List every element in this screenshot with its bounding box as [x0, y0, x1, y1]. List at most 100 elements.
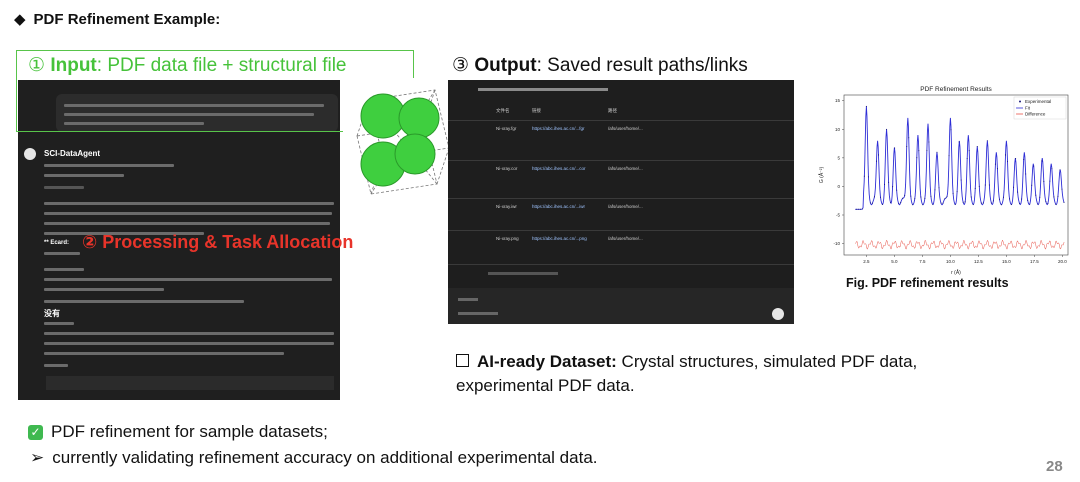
table-row-link[interactable]: https://abc.ihes.ac.cn/...iwr — [532, 204, 586, 209]
series-line-difference — [855, 239, 1065, 250]
bullet-validating: ➢currently validating refinement accurac… — [30, 448, 598, 468]
data-point-experimental — [910, 195, 912, 197]
data-point-experimental — [984, 184, 986, 186]
data-point-experimental — [1045, 200, 1047, 203]
data-point-experimental — [861, 208, 863, 210]
data-point-experimental — [986, 140, 988, 142]
data-point-experimental — [1063, 201, 1065, 203]
data-point-experimental — [936, 151, 938, 153]
data-point-experimental — [924, 197, 926, 199]
agent-chat-screenshot: SCI-DataAgent ** Ecard: 没有 — [18, 80, 340, 400]
input-label: ① Input: PDF data file + structural file — [28, 54, 347, 77]
y-tick-label: 5 — [837, 155, 840, 160]
data-point-experimental — [956, 191, 958, 193]
data-point-experimental — [952, 192, 954, 194]
data-point-experimental — [1033, 165, 1035, 167]
table-row-path: /afs/user/home/... — [608, 204, 643, 209]
title-text: PDF Refinement Example: — [33, 11, 221, 28]
data-point-experimental — [928, 141, 930, 143]
ecard-label: ** Ecard: — [44, 240, 70, 246]
data-point-experimental — [855, 208, 857, 210]
data-point-experimental — [938, 187, 940, 189]
data-point-experimental — [1000, 204, 1003, 206]
data-point-experimental — [896, 189, 898, 191]
data-point-experimental — [902, 197, 904, 199]
y-axis-label: G (Å⁻²) — [818, 167, 825, 184]
dataset-bold: AI-ready Dataset: — [477, 352, 617, 371]
data-point-experimental — [865, 105, 867, 107]
data-point-experimental — [994, 163, 996, 165]
table-row-path: /afs/user/home/... — [608, 236, 643, 241]
x-tick-label: 15.0 — [1002, 259, 1011, 264]
data-point-experimental — [875, 160, 878, 162]
chat-input-bar[interactable] — [46, 376, 334, 390]
table-row-link[interactable]: https://abc.ihes.ac.cn/...png — [532, 236, 587, 241]
table-row-link[interactable]: https://abc.ihes.ac.cn/...fgr — [532, 126, 585, 131]
data-point-experimental — [966, 158, 968, 160]
data-point-experimental — [972, 203, 974, 206]
data-point-experimental — [948, 155, 950, 157]
data-point-experimental — [998, 198, 1001, 200]
page-number: 28 — [1046, 458, 1063, 475]
data-point-experimental — [988, 184, 990, 186]
data-point-experimental — [944, 198, 946, 200]
data-point-experimental — [869, 202, 871, 204]
data-point-experimental — [857, 208, 859, 210]
data-point-experimental — [1017, 191, 1019, 193]
data-point-experimental — [1013, 186, 1015, 188]
data-point-experimental — [918, 150, 920, 152]
data-point-experimental — [1029, 203, 1031, 205]
data-point-experimental — [962, 201, 964, 203]
figure-caption: Fig. PDF refinement results — [846, 276, 1009, 290]
y-tick-label: 0 — [837, 184, 840, 189]
data-point-experimental — [1011, 203, 1013, 205]
col-header-path: 路径 — [608, 108, 617, 113]
chart-legend: Experimental Fit Difference — [1013, 96, 1067, 120]
data-point-experimental — [908, 137, 910, 139]
data-point-experimental — [904, 194, 906, 196]
x-tick-label: 20.0 — [1058, 259, 1067, 264]
data-point-experimental — [1019, 203, 1021, 205]
data-point-experimental — [890, 202, 892, 204]
table-row-name: Ni-xray.fgr — [496, 126, 517, 131]
data-point-experimental — [892, 186, 894, 188]
crystal-structure-image — [343, 78, 455, 210]
bullet1-text: PDF refinement for sample datasets; — [51, 422, 328, 441]
slide-title: ◆ PDF Refinement Example: — [14, 10, 220, 28]
data-point-experimental — [980, 202, 982, 204]
table-row-link[interactable]: https://abc.ihes.ac.cn/...cor — [532, 166, 586, 171]
plot-area — [843, 94, 1069, 256]
data-point-experimental — [958, 141, 960, 143]
output-number: ③ — [452, 55, 470, 76]
title-bullet: ◆ — [14, 11, 26, 28]
y-tick-label: -5 — [836, 213, 840, 218]
data-point-experimental — [942, 202, 944, 204]
data-point-experimental — [898, 203, 900, 205]
arrow-bullet-icon: ➢ — [30, 448, 45, 467]
data-point-experimental — [1031, 184, 1033, 186]
data-point-experimental — [996, 168, 998, 170]
send-icon[interactable] — [772, 308, 784, 320]
agent-avatar — [24, 148, 36, 160]
y-tick-label: 15 — [835, 98, 841, 103]
data-point-experimental — [916, 157, 918, 159]
data-point-experimental — [859, 208, 861, 210]
bullet-refinement: ✓PDF refinement for sample datasets; — [28, 422, 328, 442]
action-icons-row[interactable] — [488, 272, 558, 275]
data-point-experimental — [1055, 203, 1057, 206]
data-point-experimental — [1002, 196, 1005, 198]
data-point-experimental — [879, 196, 882, 198]
data-point-experimental — [873, 196, 876, 198]
data-point-experimental — [863, 175, 865, 177]
legend-label-experimental: Experimental — [1025, 99, 1051, 104]
data-point-experimental — [877, 154, 880, 156]
data-point-experimental — [1021, 198, 1023, 200]
x-tick-label: 5.0 — [891, 259, 898, 264]
data-point-experimental — [1041, 160, 1043, 162]
data-point-experimental — [888, 181, 890, 183]
chat-input-area[interactable] — [448, 288, 794, 324]
x-tick-label: 2.5 — [863, 259, 870, 264]
legend-label-fit: Fit — [1025, 106, 1031, 111]
data-point-experimental — [976, 146, 978, 148]
